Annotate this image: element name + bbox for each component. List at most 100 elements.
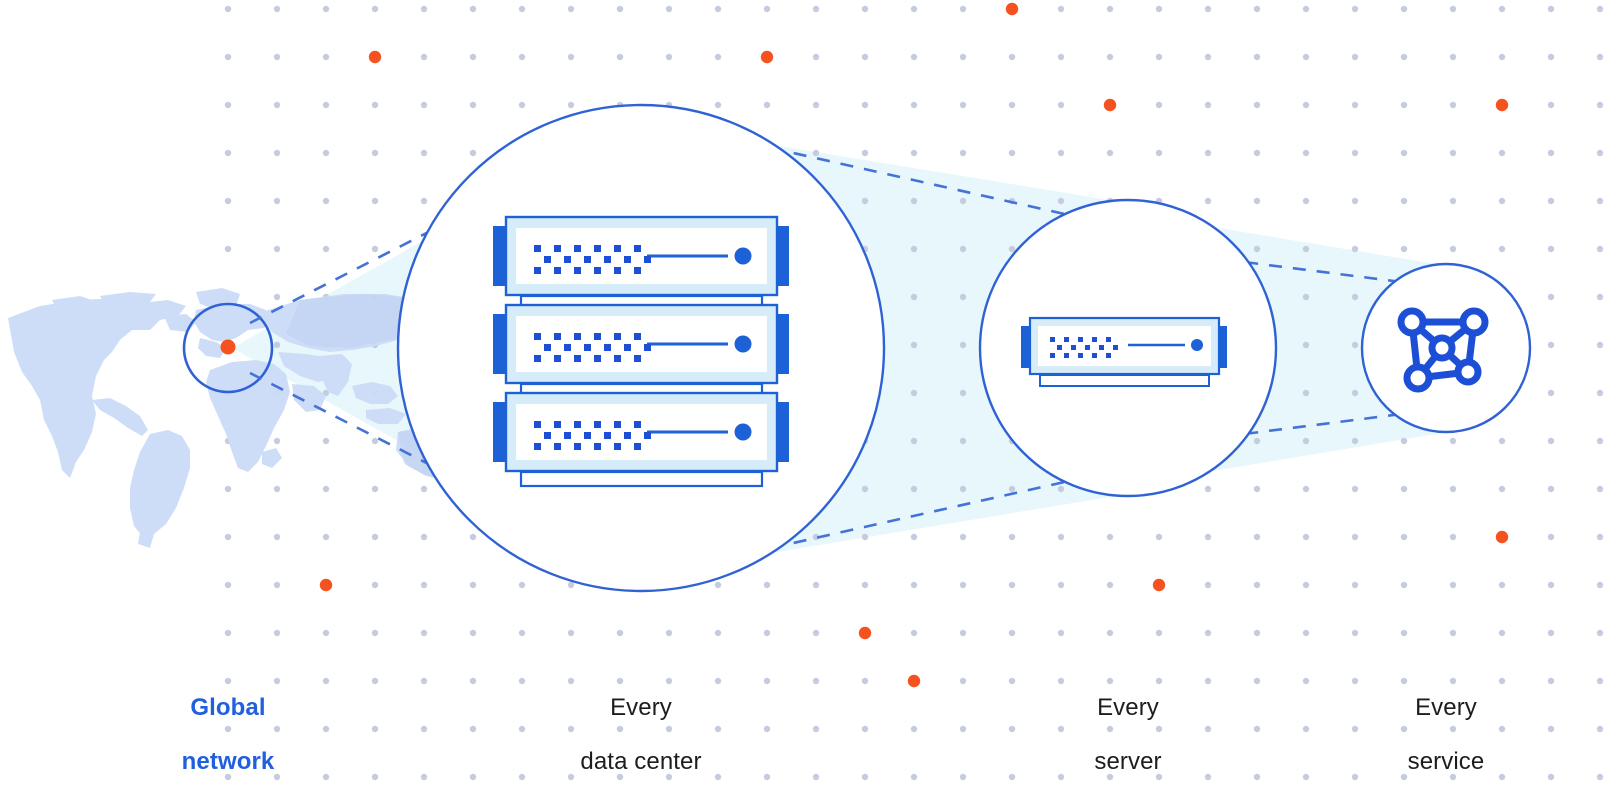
- grid-dot: [420, 101, 428, 109]
- grid-dot: [1498, 773, 1506, 781]
- grid-dot: [1057, 101, 1065, 109]
- label-every-data-center-line2: data center: [580, 747, 702, 775]
- grid-dot: [1008, 485, 1016, 493]
- grid-dot: [1253, 485, 1261, 493]
- grid-dot: [469, 773, 477, 781]
- grid-dot: [1106, 149, 1114, 157]
- grid-dot: [1106, 677, 1114, 685]
- grid-dot: [371, 437, 379, 445]
- grid-dot: [1204, 773, 1212, 781]
- grid-dot: [1400, 101, 1408, 109]
- grid-dot: [1204, 725, 1212, 733]
- grid-dot: [1253, 581, 1261, 589]
- grid-dot: [1204, 5, 1212, 13]
- grid-dot: [518, 629, 526, 637]
- grid-dot: [1302, 485, 1310, 493]
- label-global-network-line1: Global: [190, 693, 266, 721]
- grid-dot: [420, 677, 428, 685]
- grid-dot: [1351, 533, 1359, 541]
- grid-dot: [861, 485, 869, 493]
- grid-dot: [1302, 101, 1310, 109]
- grid-dot: [763, 725, 771, 733]
- grid-dot: [812, 53, 820, 61]
- grid-dot: [1351, 197, 1359, 205]
- grid-dot: [1057, 725, 1065, 733]
- grid-dot: [1155, 773, 1163, 781]
- grid-dot: [371, 581, 379, 589]
- grid-dot: [567, 677, 575, 685]
- grid-dot: [812, 773, 820, 781]
- label-every-server-line1: Every: [1097, 693, 1159, 721]
- grid-dot: [273, 581, 281, 589]
- grid-dot: [1498, 149, 1506, 157]
- grid-dot: [1596, 101, 1604, 109]
- grid-dot: [959, 389, 967, 397]
- grid-dot: [1547, 437, 1555, 445]
- grid-dot: [959, 677, 967, 685]
- grid-dot: [616, 677, 624, 685]
- grid-dot: [224, 197, 232, 205]
- grid-dot: [1400, 485, 1408, 493]
- grid-dot: [1057, 533, 1065, 541]
- grid-dot: [224, 53, 232, 61]
- grid-dot: [1106, 5, 1114, 13]
- grid-dot: [1057, 629, 1065, 637]
- grid-dot: [322, 485, 330, 493]
- grid-dot: [1057, 485, 1065, 493]
- grid-dot: [1253, 197, 1261, 205]
- grid-dot: [567, 101, 575, 109]
- grid-dot: [959, 725, 967, 733]
- grid-dot: [910, 101, 918, 109]
- grid-dot: [959, 773, 967, 781]
- grid-dot: [1302, 581, 1310, 589]
- grid-dot: [1253, 533, 1261, 541]
- grid-dot: [1302, 293, 1310, 301]
- grid-dot: [1204, 629, 1212, 637]
- grid-dot: [1596, 5, 1604, 13]
- grid-dot: [861, 53, 869, 61]
- grid-dot: [322, 629, 330, 637]
- grid-dot: [322, 197, 330, 205]
- grid-dot: [812, 149, 820, 157]
- grid-dot: [1008, 725, 1016, 733]
- grid-dot: [1547, 53, 1555, 61]
- grid-dot: [1302, 53, 1310, 61]
- grid-dot: [420, 5, 428, 13]
- grid-dot: [273, 437, 281, 445]
- grid-dot: [1547, 581, 1555, 589]
- grid-dot: [1253, 5, 1261, 13]
- grid-dot: [1253, 677, 1261, 685]
- label-global-network: Global network: [128, 668, 328, 802]
- rack-unit-3-led-grid: [534, 421, 651, 450]
- label-every-service-line1: Every: [1415, 693, 1477, 721]
- grid-dot: [322, 677, 330, 685]
- grid-dot: [1302, 725, 1310, 733]
- grid-dot: [1253, 773, 1261, 781]
- grid-dot: [322, 245, 330, 253]
- grid-dot: [1057, 53, 1065, 61]
- map-location-marker-dot: [220, 339, 236, 355]
- grid-dot: [273, 773, 281, 781]
- grid-dot: [812, 677, 820, 685]
- grid-dot: [322, 149, 330, 157]
- grid-dot: [420, 197, 428, 205]
- grid-dot: [1008, 533, 1016, 541]
- grid-dot: [1449, 533, 1457, 541]
- grid-dot: [518, 725, 526, 733]
- grid-dot-accent: [907, 674, 921, 688]
- grid-dot: [1008, 773, 1016, 781]
- grid-dot: [1596, 485, 1604, 493]
- server-circle-outline: [978, 198, 1278, 498]
- grid-dot: [910, 629, 918, 637]
- grid-dot: [1596, 293, 1604, 301]
- grid-dot: [420, 485, 428, 493]
- grid-dot: [1449, 53, 1457, 61]
- rack-unit-1-led-grid: [534, 245, 651, 274]
- grid-dot: [812, 581, 820, 589]
- grid-dot: [1400, 149, 1408, 157]
- grid-dot: [1351, 149, 1359, 157]
- grid-dot: [665, 53, 673, 61]
- grid-dot: [1204, 533, 1212, 541]
- grid-dot: [371, 101, 379, 109]
- grid-dot: [1596, 629, 1604, 637]
